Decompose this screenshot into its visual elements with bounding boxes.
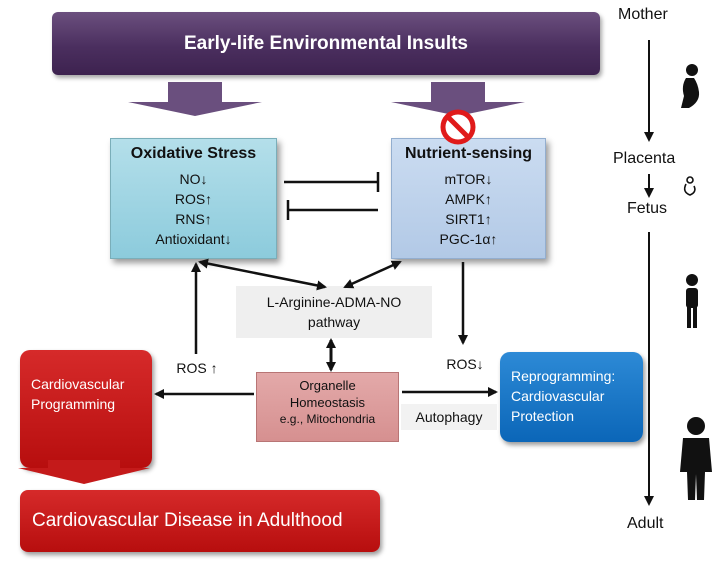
banner-arrow-left	[128, 82, 262, 116]
arginine-line-2: pathway	[307, 314, 361, 330]
arrow-ox-arginine	[198, 258, 327, 291]
reprogramming-line-2: Cardiovascular	[511, 388, 605, 404]
timeline-fetus: Fetus	[627, 200, 668, 217]
timeline-adult: Adult	[627, 515, 664, 532]
antioxidant-item: Antioxidant↓	[155, 231, 232, 247]
organelle-line-2: Homeostasis	[289, 395, 366, 410]
banner-arrow-right	[391, 82, 525, 116]
environmental-insults-banner: Early-life Environmental Insults	[52, 12, 600, 75]
cardio-programming-line-1: Cardiovascular	[31, 376, 125, 392]
ros-item: ROS↑	[174, 191, 213, 207]
arginine-pathway-box: L-Arginine-ADMA-NO pathway	[236, 286, 432, 338]
man-icon	[680, 417, 712, 500]
fetus-icon	[683, 176, 696, 196]
organelle-line-1: Organelle	[299, 378, 356, 393]
reprogramming-box: Reprogramming: Cardiovascular Protection	[500, 352, 643, 442]
organelle-homeostasis-box: Organelle Homeostasis e.g., Mitochondria	[256, 372, 399, 442]
nutrient-sensing-title: Nutrient-sensing	[404, 145, 533, 162]
oxidative-stress-box: Oxidative Stress NO↓ ROS↑ RNS↑ Antioxida…	[110, 138, 277, 259]
rns-item: RNS↑	[175, 211, 212, 227]
arginine-line-1: L-Arginine-ADMA-NO	[266, 294, 402, 310]
disease-title: Cardiovascular Disease in Adulthood	[32, 510, 343, 531]
no-item: NO↓	[179, 171, 208, 187]
nutrient-sensing-box: Nutrient-sensing mTOR↓ AMPK↑ SIRT1↑ PGC-…	[391, 138, 546, 259]
cardiovascular-disease-box: Cardiovascular Disease in Adulthood	[20, 490, 380, 552]
ros-up-label: ROS ↑	[164, 356, 230, 380]
mtor-item: mTOR↓	[444, 171, 493, 187]
child-icon	[686, 274, 698, 328]
inhibition-nut-to-ox	[286, 200, 378, 220]
sirt1-item: SIRT1↑	[445, 211, 492, 227]
pregnant-woman-icon	[681, 64, 700, 108]
inhibition-ox-to-nut	[284, 172, 380, 192]
oxidative-stress-title: Oxidative Stress	[130, 145, 257, 162]
ros-down-label: ROS↓	[437, 352, 493, 376]
timeline-placenta: Placenta	[613, 150, 676, 167]
cardio-programming-line-2: Programming	[31, 396, 116, 412]
pgc1a-item: PGC-1α↑	[439, 231, 498, 247]
timeline-mother: Mother	[618, 6, 668, 23]
cardiovascular-programming-box: Cardiovascular Programming	[20, 350, 152, 468]
reprogramming-line-1: Reprogramming:	[511, 368, 616, 384]
arrow-nut-arginine	[343, 260, 402, 289]
organelle-line-3: e.g., Mitochondria	[279, 412, 376, 426]
ampk-item: AMPK↑	[445, 191, 492, 207]
autophagy-label: Autophagy	[401, 404, 497, 430]
reprogramming-line-3: Protection	[511, 408, 575, 424]
banner-title: Early-life Environmental Insults	[183, 32, 469, 54]
